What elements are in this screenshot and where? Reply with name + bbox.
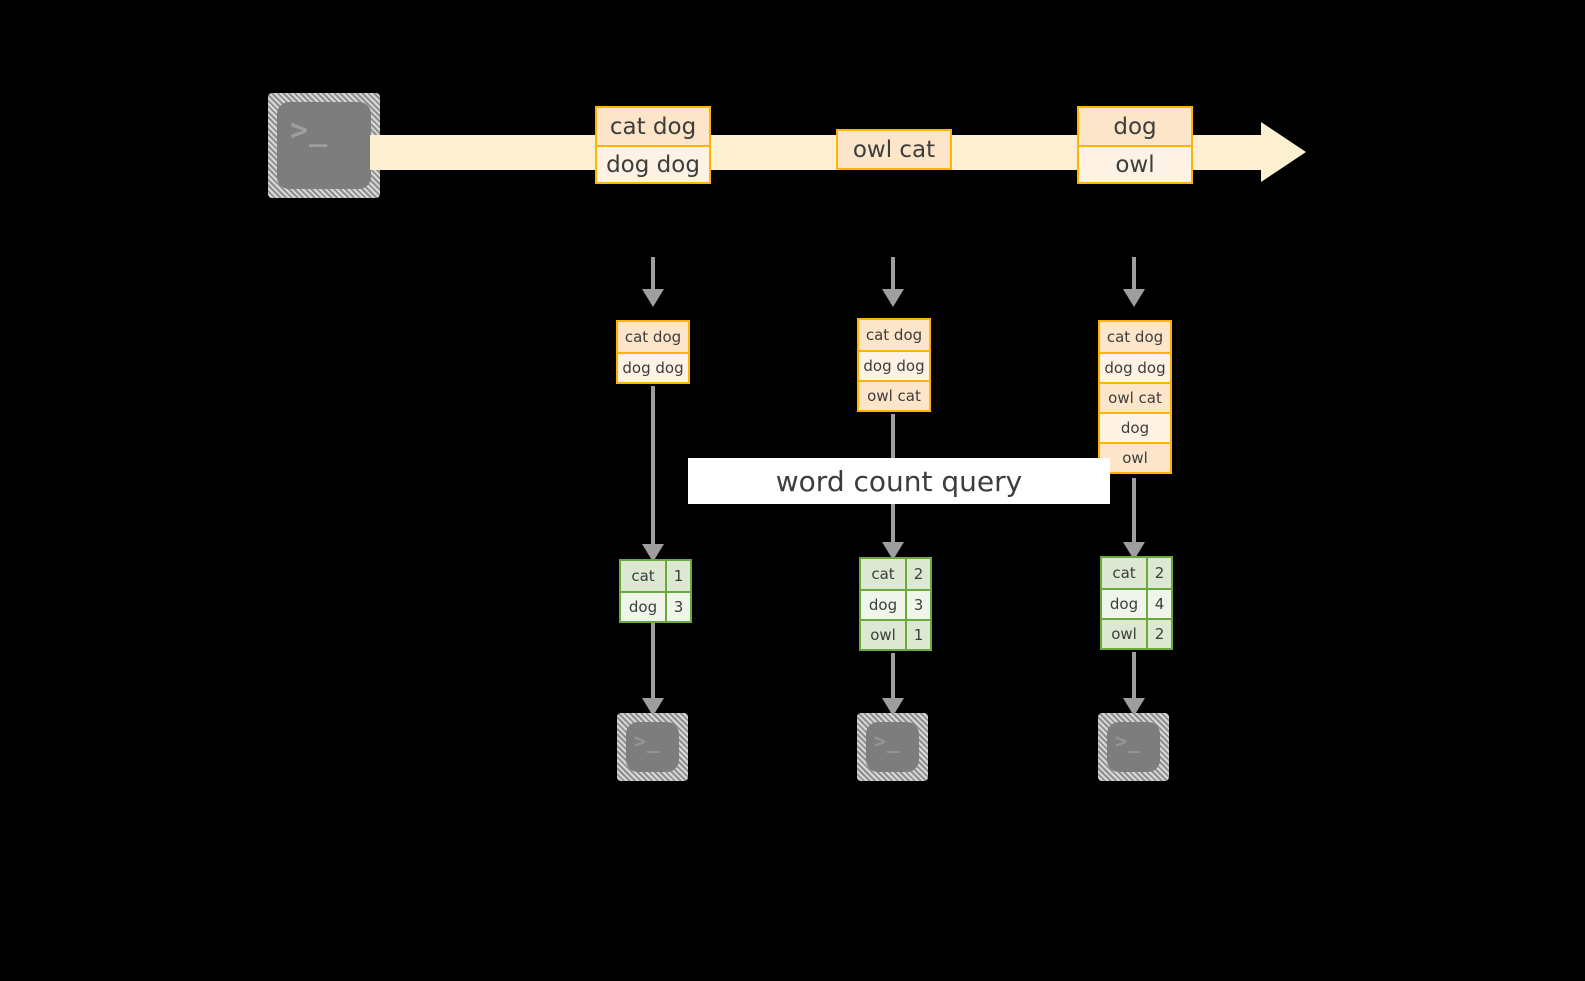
result-word: owl <box>861 621 907 649</box>
stream-message: cat dog dog dog <box>595 106 711 184</box>
query-label: word count query <box>688 458 1110 504</box>
input-line: cat dog <box>618 322 688 352</box>
result-count: 3 <box>907 591 930 619</box>
snapshot-feed-arrowhead-icon <box>1123 289 1145 307</box>
sink-terminal-icon: >_ <box>1098 713 1169 781</box>
source-terminal-icon: >_ <box>268 93 380 198</box>
query-label-text: word count query <box>775 464 1023 498</box>
stream-message-line: dog <box>1079 108 1191 145</box>
stream-message-line: dog dog <box>597 145 709 182</box>
sink-flow-arrowhead-icon <box>1123 698 1145 716</box>
prompt-glyph: >_ <box>634 729 661 753</box>
word-count-result-table: cat 1 dog 3 <box>619 559 692 623</box>
stream-message-line: owl cat <box>838 131 950 168</box>
result-word: cat <box>621 561 667 591</box>
input-line: owl cat <box>859 380 929 410</box>
table-row: dog 3 <box>621 591 690 621</box>
stream-message: dog owl <box>1077 106 1193 184</box>
accumulated-input-box: cat dog dog dog owl cat dog owl <box>1098 320 1172 474</box>
result-word: dog <box>1102 590 1148 618</box>
word-count-result-table: cat 2 dog 3 owl 1 <box>859 557 932 651</box>
result-count: 4 <box>1148 590 1171 618</box>
sink-flow-arrowhead-icon <box>882 698 904 716</box>
table-row: dog 3 <box>861 589 930 619</box>
snapshot-feed-line <box>891 257 895 291</box>
stream-message: owl cat <box>836 129 952 170</box>
result-count: 2 <box>907 559 930 589</box>
snapshot-feed-arrowhead-icon <box>642 289 664 307</box>
word-count-result-table: cat 2 dog 4 owl 2 <box>1100 556 1173 650</box>
prompt-glyph: >_ <box>874 729 901 753</box>
sink-flow-line <box>651 623 655 700</box>
input-line: cat dog <box>859 320 929 350</box>
input-line: owl <box>1100 442 1170 472</box>
table-row: owl 2 <box>1102 618 1171 648</box>
stream-message-line: cat dog <box>597 108 709 145</box>
accumulated-input-box: cat dog dog dog <box>616 320 690 384</box>
terminal-screen: >_ <box>626 722 679 772</box>
result-count: 2 <box>1148 558 1171 588</box>
accumulated-input-box: cat dog dog dog owl cat <box>857 318 931 412</box>
terminal-screen: >_ <box>277 102 371 189</box>
input-line: cat dog <box>1100 322 1170 352</box>
result-count: 2 <box>1148 620 1171 648</box>
table-row: cat 1 <box>621 561 690 591</box>
prompt-glyph: >_ <box>1115 729 1142 753</box>
table-row: cat 2 <box>861 559 930 589</box>
terminal-screen: >_ <box>866 722 919 772</box>
terminal-screen: >_ <box>1107 722 1160 772</box>
result-word: owl <box>1102 620 1148 648</box>
sink-flow-line <box>1132 652 1136 700</box>
sink-terminal-icon: >_ <box>857 713 928 781</box>
result-count: 1 <box>907 621 930 649</box>
result-word: cat <box>861 559 907 589</box>
stream-arrowhead-icon <box>1261 122 1306 182</box>
query-flow-arrowhead-icon <box>882 542 904 560</box>
result-word: dog <box>861 591 907 619</box>
input-line: dog dog <box>1100 352 1170 382</box>
table-row: dog 4 <box>1102 588 1171 618</box>
input-line: owl cat <box>1100 382 1170 412</box>
result-word: cat <box>1102 558 1148 588</box>
input-line: dog dog <box>859 350 929 380</box>
query-flow-line <box>651 386 655 546</box>
query-flow-arrowhead-icon <box>1123 542 1145 560</box>
stream-message-line: owl <box>1079 145 1191 182</box>
sink-flow-arrowhead-icon <box>642 698 664 716</box>
prompt-glyph: >_ <box>290 113 329 148</box>
table-row: owl 1 <box>861 619 930 649</box>
input-line: dog <box>1100 412 1170 442</box>
snapshot-feed-arrowhead-icon <box>882 289 904 307</box>
snapshot-feed-line <box>651 257 655 291</box>
result-word: dog <box>621 593 667 621</box>
input-line: dog dog <box>618 352 688 382</box>
result-count: 1 <box>667 561 690 591</box>
snapshot-feed-line <box>1132 257 1136 291</box>
result-count: 3 <box>667 593 690 621</box>
query-flow-line <box>1132 478 1136 544</box>
table-row: cat 2 <box>1102 558 1171 588</box>
sink-terminal-icon: >_ <box>617 713 688 781</box>
sink-flow-line <box>891 653 895 700</box>
query-flow-arrowhead-icon <box>642 544 664 562</box>
